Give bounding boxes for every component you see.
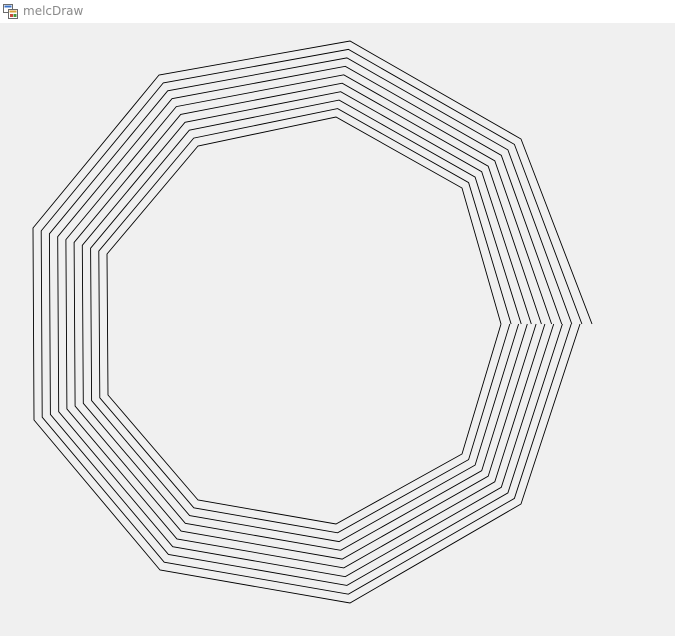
spiral-ring xyxy=(81,91,532,551)
spiral-ring xyxy=(90,99,522,543)
spiral-ring xyxy=(57,65,563,578)
spiral-ring xyxy=(65,74,553,569)
title-bar[interactable]: melcDraw xyxy=(0,0,675,23)
spiral-drawing xyxy=(32,40,593,604)
window-title: melcDraw xyxy=(23,4,84,18)
spiral-ring xyxy=(106,116,502,525)
spiral-ring xyxy=(40,48,583,595)
spiral-ring xyxy=(73,82,542,560)
spiral-ring xyxy=(32,40,593,604)
app-window-icon xyxy=(3,4,18,19)
spiral-ring xyxy=(48,57,573,586)
spiral-rings xyxy=(32,40,593,604)
drawing-canvas[interactable] xyxy=(0,23,675,636)
spiral-ring xyxy=(98,108,512,534)
